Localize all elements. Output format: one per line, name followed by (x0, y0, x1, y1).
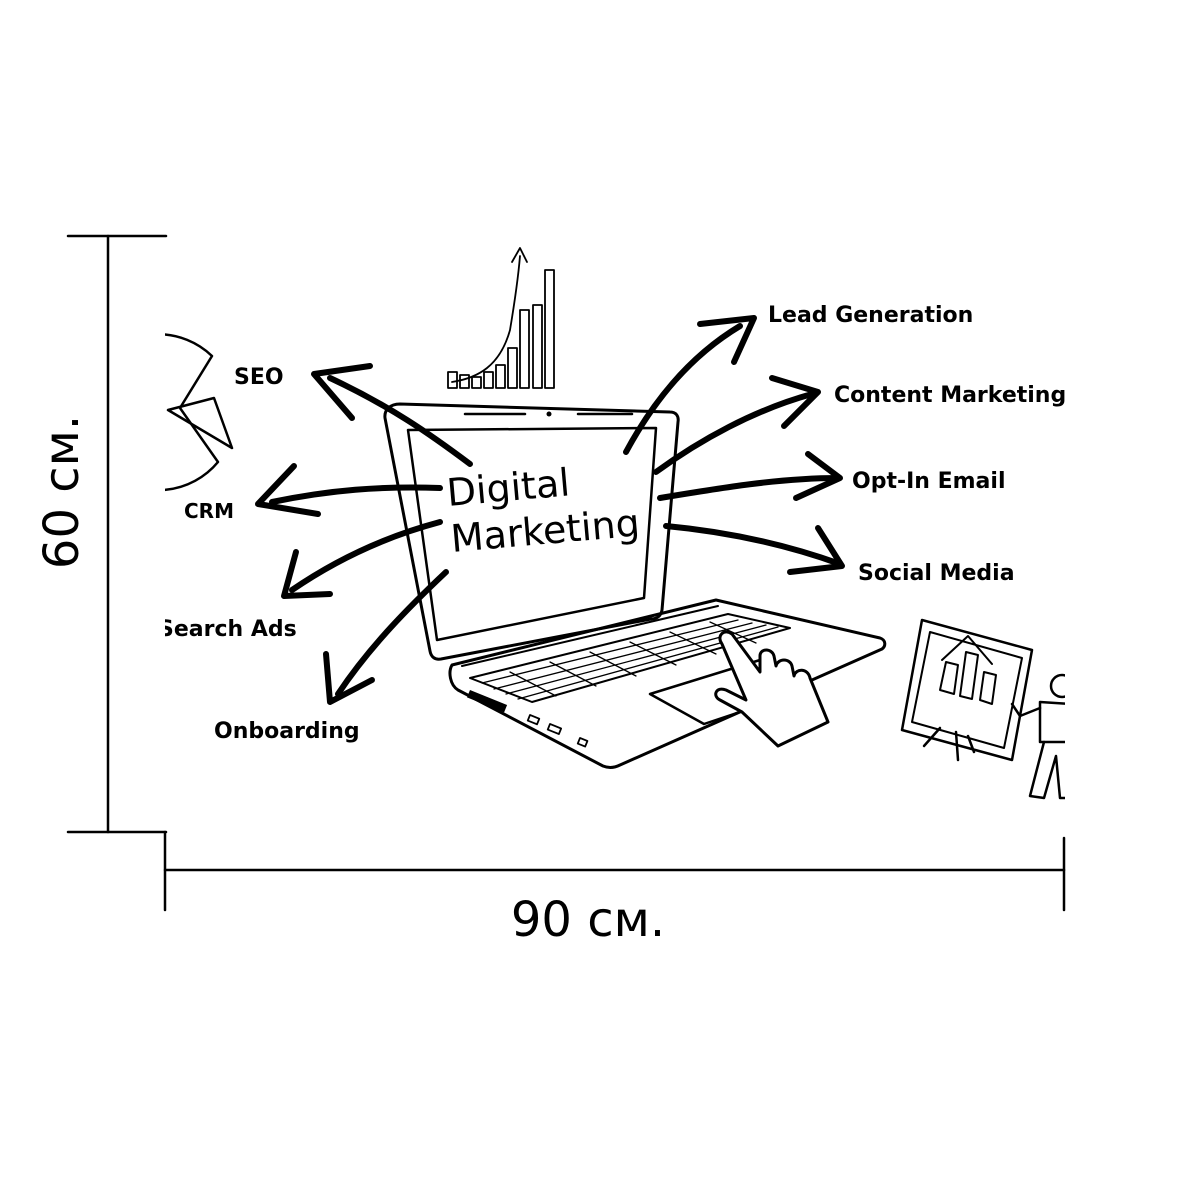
height-label: 60 см. (34, 415, 90, 569)
arrow-crm (255, 463, 443, 517)
label-crm: CRM (184, 499, 234, 523)
arrow-opt-in-email (657, 451, 843, 501)
arrow-seo (311, 363, 473, 467)
laptop-ports (467, 689, 589, 748)
pie-chart-icon (165, 333, 234, 492)
label-onboarding: Onboarding (214, 719, 360, 744)
label-lead-generation: Lead Generation (768, 303, 973, 328)
artwork: Digital Marketing SEO CRM Search Ads Onb… (158, 247, 1066, 800)
label-opt-in-email: Opt-In Email (852, 469, 1005, 494)
width-label: 90 см. (511, 892, 665, 948)
label-content-marketing: Content Marketing (834, 383, 1066, 408)
label-search-ads: Search Ads (158, 617, 297, 642)
width-dimension-line (163, 830, 1066, 912)
arrow-content-marketing (653, 375, 821, 475)
height-dimension-line (66, 234, 168, 834)
label-social-media: Social Media (858, 561, 1015, 586)
pointing-hand-icon (714, 630, 830, 748)
arrow-lead-generation (623, 315, 757, 455)
presentation-icon (900, 618, 1065, 800)
arrow-search-ads (281, 519, 443, 599)
arrow-social-media (663, 523, 845, 575)
label-seo: SEO (234, 365, 284, 390)
arrow-onboarding (323, 569, 449, 705)
center-title-line1: Digital (445, 460, 572, 515)
growth-chart-icon (447, 247, 555, 389)
